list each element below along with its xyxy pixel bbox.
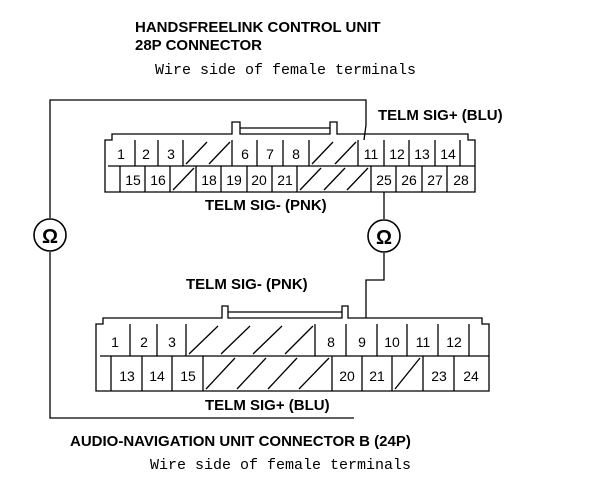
ohm-symbol-icon: Ω xyxy=(376,227,392,249)
top-connector-28p xyxy=(104,121,476,193)
top-row1-terminal-12: 12 xyxy=(389,146,405,162)
bottom-row1-terminal-12: 12 xyxy=(446,334,462,350)
top-connector-subtitle-28p: 28P CONNECTOR xyxy=(135,37,262,54)
bottom-row2-terminal-23: 23 xyxy=(431,368,447,384)
top-row1-terminal-13: 13 xyxy=(414,146,430,162)
top-row1-terminal-8: 8 xyxy=(292,146,300,162)
top-row1-terminal-6: 6 xyxy=(241,146,249,162)
bottom-row1-terminal-3: 3 xyxy=(168,334,176,350)
top-row2-terminal-19: 19 xyxy=(226,172,242,188)
bottom-row1-terminal-10: 10 xyxy=(384,334,400,350)
top-row2-terminal-20: 20 xyxy=(251,172,267,188)
bottom-row2-terminal-21: 21 xyxy=(369,368,385,384)
bottom-connector-24p xyxy=(95,305,490,392)
top-row1-terminal-11: 11 xyxy=(364,146,379,162)
top-row2-terminal-25: 25 xyxy=(376,172,392,188)
top-connector-row2: 15 16 18 19 20 21 25 26 27 28 xyxy=(125,172,469,188)
top-row1-terminal-14: 14 xyxy=(440,146,456,162)
top-row2-terminal-21: 21 xyxy=(277,172,293,188)
top-connector-title: HANDSFREELINK CONTROL UNIT xyxy=(135,19,381,36)
bottom-row1-terminal-8: 8 xyxy=(327,334,335,350)
top-row1-terminal-7: 7 xyxy=(266,146,274,162)
ohmmeter-right: Ω xyxy=(367,219,401,253)
top-row2-terminal-28: 28 xyxy=(453,172,469,188)
top-wire-side-note: Wire side of female terminals xyxy=(155,62,416,79)
bottom-row1-terminal-9: 9 xyxy=(358,334,366,350)
top-row1-terminal-1: 1 xyxy=(117,146,125,162)
bottom-row2-terminal-20: 20 xyxy=(339,368,355,384)
ohmmeter-left: Ω xyxy=(33,218,67,252)
top-row2-terminal-27: 27 xyxy=(427,172,443,188)
bottom-connector-row2: 13 14 15 20 21 23 24 xyxy=(119,368,479,384)
bottom-row1-terminal-1: 1 xyxy=(111,334,119,350)
bottom-row1-terminal-2: 2 xyxy=(140,334,148,350)
bottom-row2-terminal-15: 15 xyxy=(180,368,196,384)
top-row1-terminal-3: 3 xyxy=(167,146,175,162)
bottom-wire-side-note: Wire side of female terminals xyxy=(150,457,411,474)
bottom-telm-sig-minus-label: TELM SIG- (PNK) xyxy=(186,276,308,293)
top-telm-sig-plus-label: TELM SIG+ (BLU) xyxy=(378,107,503,124)
top-row2-terminal-15: 15 xyxy=(125,172,141,188)
top-row2-terminal-18: 18 xyxy=(201,172,217,188)
bottom-row1-terminal-11: 11 xyxy=(416,334,431,350)
top-row2-terminal-16: 16 xyxy=(150,172,166,188)
bottom-row2-terminal-24: 24 xyxy=(463,368,479,384)
test-wires xyxy=(49,99,385,419)
bottom-row2-terminal-13: 13 xyxy=(119,368,135,384)
bottom-telm-sig-plus-label: TELM SIG+ (BLU) xyxy=(205,397,330,414)
top-row2-terminal-26: 26 xyxy=(401,172,417,188)
bottom-row2-terminal-14: 14 xyxy=(149,368,165,384)
top-telm-sig-minus-label: TELM SIG- (PNK) xyxy=(205,197,327,214)
bottom-connector-title: AUDIO-NAVIGATION UNIT CONNECTOR B (24P) xyxy=(70,433,411,450)
top-row1-terminal-2: 2 xyxy=(142,146,150,162)
ohm-symbol-icon: Ω xyxy=(42,226,58,248)
